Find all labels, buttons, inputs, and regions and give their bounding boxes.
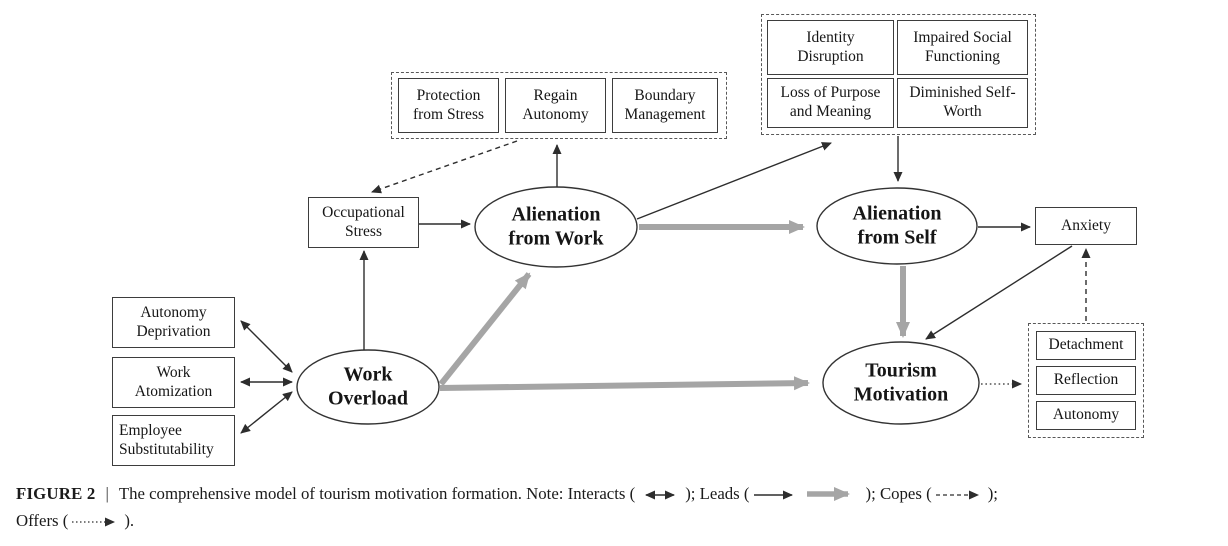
anxiety-label: Anxiety [1061,216,1111,234]
legend-leads-thick-arrow-icon [806,487,850,501]
alienation-from-self-ellipse [816,187,978,265]
alienation-from-self-label: Alienation from Self [852,202,942,248]
tourism-offers-group: Detachment Reflection Autonomy [1028,323,1144,438]
employee-substitutability-label: Employee Substitutability [119,421,214,458]
diminished-self-worth-label: Diminished Self-Worth [909,84,1016,120]
detachment-label: Detachment [1048,336,1124,354]
caption-after-copes: ); [987,484,998,503]
loss-of-purpose-box: Loss of Purpose and Meaning [767,78,894,128]
work-atomization-box: Work Atomization [112,357,235,408]
occupational-stress-box: Occupational Stress [308,197,419,248]
boundary-management-box: Boundary Management [612,78,718,133]
caption-offers: Offers ( [16,510,69,530]
thick-lead-arrows [438,220,910,391]
caption-after-leads: ); Copes ( [865,484,932,503]
interacts-arrows [240,320,293,434]
arrow-work-overload-to-alienation-work [438,272,532,386]
self-consequences-group: Identity Disruption Impaired Social Func… [761,14,1036,135]
tourism-motivation-label: Tourism Motivation [853,359,949,405]
copes-arrows [371,140,1091,321]
autonomy-box: Autonomy [1036,401,1136,430]
caption-title: The comprehensive model of tourism motiv… [118,484,522,503]
caption-after-offers: ). [124,510,135,530]
ellipse-shapes [296,186,980,425]
employee-substitutability-box: Employee Substitutability [112,415,235,466]
arrow-employee-substitutability-work-overload [240,391,293,434]
tourism-motivation-ellipse [822,341,980,425]
work-overload-ellipse [296,349,440,425]
caption-after-interacts: ); Leads ( [685,484,750,503]
legend-offers-dotted-arrow-icon [72,517,116,527]
caption-note-interacts: Note: Interacts ( [526,484,636,503]
alienation-from-work-label: Alienation from Work [508,203,604,249]
identity-disruption-label: Identity Disruption [797,28,864,65]
alienation-from-work-ellipse [474,186,638,268]
coping-strategies-group: Protection from Stress Regain Autonomy B… [391,72,727,139]
legend-copes-dashed-arrow-icon [935,490,979,500]
work-atomization-label: Work Atomization [134,363,213,400]
thin-lead-arrows [359,136,1073,350]
protection-from-stress-box: Protection from Stress [398,78,499,133]
arrow-autonomy-deprivation-work-overload [240,320,293,373]
protection-from-stress-label: Protection from Stress [412,86,485,123]
loss-of-purpose-label: Loss of Purpose and Meaning [780,84,881,120]
figure-caption: FIGURE 2 | The comprehensive model of tour… [16,481,1216,535]
occupational-stress-label: Occupational Stress [322,203,405,240]
regain-autonomy-box: Regain Autonomy [505,78,606,133]
figure-number: FIGURE 2 [16,484,96,503]
arrow-work-overload-to-tourism-motivation [439,376,810,391]
caption-divider: | [105,484,109,503]
autonomy-label: Autonomy [1052,406,1120,424]
identity-disruption-box: Identity Disruption [767,20,894,75]
diagram-arrows-layer [240,136,1091,434]
impaired-social-functioning-box: Impaired Social Functioning [897,20,1028,75]
boundary-management-label: Boundary Management [624,86,706,123]
anxiety-box: Anxiety [1035,207,1137,245]
reflection-label: Reflection [1053,371,1119,389]
autonomy-deprivation-label: Autonomy Deprivation [136,303,211,340]
arrow-alienation-work-to-consequence-group [636,142,832,220]
work-overload-label: Work Overload [328,363,408,409]
detachment-box: Detachment [1036,331,1136,360]
legend-interacts-arrow-icon [645,490,676,500]
autonomy-deprivation-box: Autonomy Deprivation [112,297,235,348]
legend-leads-thin-arrow-icon [753,490,793,500]
regain-autonomy-label: Regain Autonomy [522,86,589,123]
reflection-box: Reflection [1036,366,1136,395]
impaired-social-functioning-label: Impaired Social Functioning [913,28,1012,65]
arrow-anxiety-to-tourism-motivation [925,245,1073,340]
diminished-self-worth-box: Diminished Self-Worth [897,78,1028,128]
arrow-coping-group-to-occupational-stress [371,140,518,194]
